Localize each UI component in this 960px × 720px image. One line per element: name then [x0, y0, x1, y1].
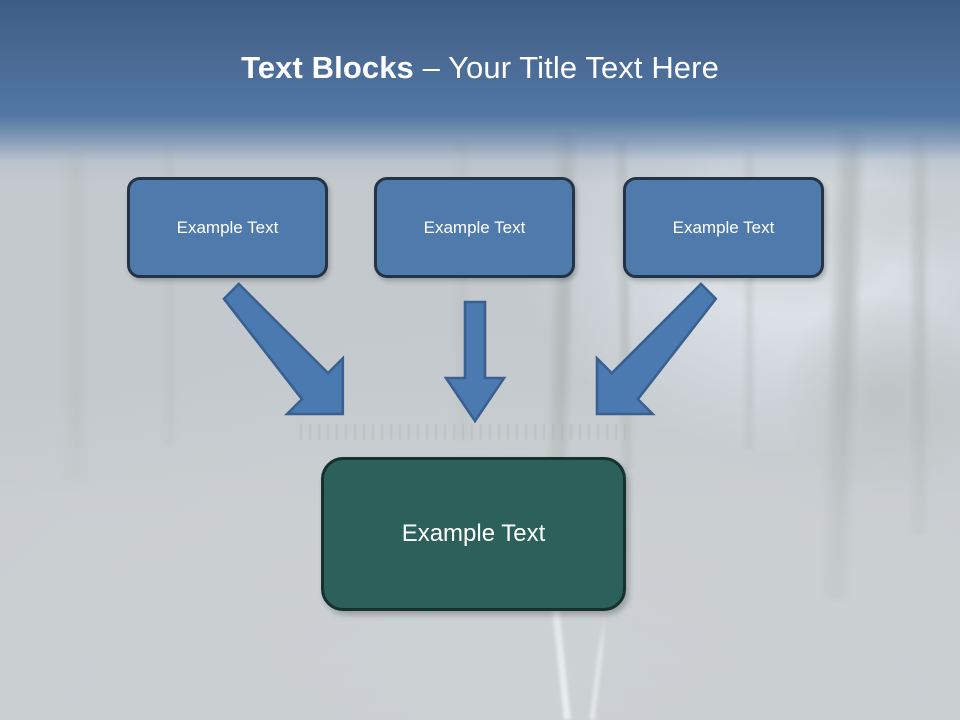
- title-band: [0, 0, 960, 185]
- page-title: Text Blocks – Your Title Text Here: [0, 50, 960, 86]
- text-block-2-label: Example Text: [423, 217, 526, 237]
- text-block-1-label: Example Text: [176, 217, 279, 237]
- page-title-bold: Text Blocks: [241, 50, 423, 85]
- text-block-3[interactable]: Example Text: [623, 177, 824, 278]
- result-block-label: Example Text: [401, 520, 546, 547]
- text-block-1[interactable]: Example Text: [127, 177, 328, 278]
- arrow-down: [443, 300, 507, 424]
- arrow-down-right: [222, 282, 345, 416]
- page-title-rest: Your Title Text Here: [448, 50, 719, 85]
- arrow-down-left: [595, 282, 718, 416]
- text-block-3-label: Example Text: [672, 217, 775, 237]
- result-block[interactable]: Example Text: [321, 457, 626, 611]
- page-title-dash: –: [422, 50, 449, 85]
- text-block-2[interactable]: Example Text: [374, 177, 575, 278]
